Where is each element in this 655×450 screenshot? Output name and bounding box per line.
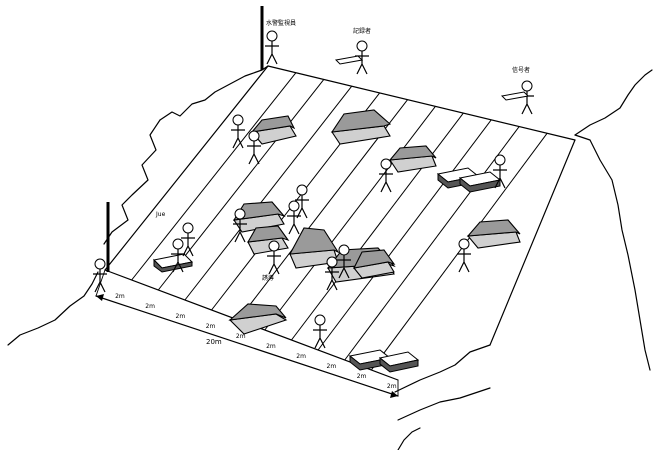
segment-label: 2m: [236, 333, 246, 340]
far-bank-edge: [159, 65, 269, 121]
transect-line: [344, 126, 520, 361]
equipment-box: [436, 167, 502, 193]
person-worker: [181, 222, 195, 257]
tape-line: [95, 295, 399, 397]
person-worker: [231, 114, 245, 149]
person-worker: [493, 154, 507, 189]
left-edge: [104, 65, 269, 271]
label-team-mark: 誘導: [262, 274, 274, 282]
segment-label: 2m: [357, 373, 367, 380]
left-bank-slope: [103, 119, 161, 245]
river-banks: [7, 65, 653, 450]
person-survey-official: [265, 30, 279, 65]
person-worker: [325, 256, 339, 291]
rock: [352, 249, 396, 279]
label-shore-mark: Jue: [155, 211, 166, 218]
recording-desks: [334, 55, 530, 101]
segment-label: 2m: [206, 323, 216, 330]
transect-line: [131, 72, 297, 281]
person-worker: [267, 240, 281, 275]
segment-label: 2m: [176, 313, 186, 320]
left-lower-bank: [7, 271, 99, 346]
segment-label: 2m: [115, 293, 125, 300]
survey-poles: [106, 6, 264, 272]
person-recorder: [355, 40, 369, 75]
segment-label: 2m: [296, 353, 306, 360]
rock: [232, 201, 286, 233]
equipment: [152, 167, 502, 373]
person-worker: [287, 200, 301, 235]
person-worker: [295, 184, 309, 219]
right-edge: [489, 139, 576, 346]
person-worker: [313, 314, 327, 349]
person-pole-holder: [93, 258, 107, 293]
label-signal-person: 信号者: [512, 66, 530, 74]
rock: [246, 225, 290, 255]
tape-arrow-left: [96, 294, 104, 301]
segment-label: 2m: [145, 303, 155, 310]
person-worker: [337, 244, 351, 279]
rock: [228, 303, 288, 335]
bottom-slope: [397, 427, 421, 450]
desk-recorder: [334, 55, 364, 65]
transect-line: [291, 112, 464, 341]
transect-lines: [131, 72, 548, 371]
lower-right-bank: [397, 387, 491, 421]
equipment-box: [152, 253, 194, 273]
label-survey-official: 水警監視員: [266, 19, 296, 27]
person-worker: [247, 130, 261, 165]
label-recorder: 記録者: [353, 27, 371, 35]
right-bank-top: [574, 69, 653, 136]
right-bank: [574, 134, 651, 371]
segment-label: 2m: [327, 363, 337, 370]
near-edge-bank: [394, 344, 491, 393]
tape-arrow-right: [390, 391, 398, 398]
back-edge: [267, 65, 576, 141]
rock: [250, 115, 297, 145]
transect-line: [317, 119, 492, 351]
transect-line: [157, 79, 325, 291]
segment-label: 2m: [387, 383, 397, 390]
total-distance-label: 20m: [206, 338, 222, 346]
rock: [289, 227, 340, 269]
person-worker: [171, 238, 185, 273]
rock: [330, 109, 392, 145]
rock: [388, 145, 437, 173]
people: [93, 30, 534, 349]
segment-label: 2m: [266, 343, 276, 350]
rock: [466, 219, 521, 249]
transect-line: [184, 85, 353, 301]
transect-line: [264, 106, 436, 331]
segment-labels: 2m 2m 2m 2m 2m 2m 2m 2m 2m 2m: [115, 293, 397, 390]
equipment-box: [348, 349, 420, 373]
transect-line: [370, 132, 548, 371]
measurement-tape: [95, 269, 399, 398]
desk-signal: [500, 91, 530, 101]
person-worker: [233, 208, 247, 243]
person-worker: [379, 158, 393, 193]
person-signal: [520, 80, 534, 115]
person-worker: [457, 238, 471, 273]
